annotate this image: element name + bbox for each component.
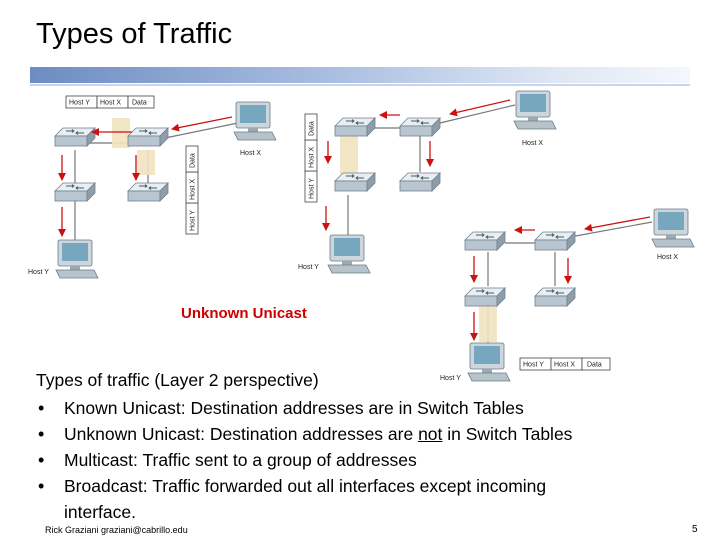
switch-icon [399, 117, 441, 137]
switch-icon [334, 172, 376, 192]
svg-text:Data: Data [190, 153, 197, 168]
host-x-pc-icon [233, 101, 277, 141]
host-y-pc-icon [467, 342, 511, 382]
title-divider-bar [30, 67, 690, 83]
list-item: • Unknown Unicast: Destination addresses… [36, 421, 676, 447]
switch-icon [534, 287, 576, 307]
svg-text:Host Y: Host Y [69, 100, 90, 107]
intro-text: Types of traffic (Layer 2 perspective) [36, 370, 319, 390]
flow-arrow [171, 116, 233, 132]
host-x-label: Host X [240, 150, 261, 157]
frame-header: Host Y Host X Data [304, 113, 318, 203]
slide-title: Types of Traffic [36, 18, 233, 50]
switch-icon [464, 287, 506, 307]
page-number: 5 [692, 524, 698, 535]
frame-header: Host Y Host X Data [519, 357, 611, 371]
frame-header: Host Y Host X Data [65, 95, 155, 109]
svg-text:Host X: Host X [100, 100, 121, 107]
emphasis-text: not [418, 424, 443, 444]
bullet-icon: • [38, 476, 45, 496]
list-item: • Multicast: Traffic sent to a group of … [36, 447, 676, 473]
svg-text:Data: Data [309, 121, 316, 136]
host-y-label: Host Y [28, 269, 49, 276]
switch-icon [534, 231, 576, 251]
svg-text:Host X: Host X [554, 362, 575, 369]
host-x-pc-icon [651, 208, 695, 248]
frame-header: Host Y Host X Data [185, 145, 199, 235]
bullet-icon: • [38, 398, 45, 418]
host-x-pc-icon [513, 90, 557, 130]
list-item: • Known Unicast: Destination addresses a… [36, 395, 676, 421]
bullet-icon: • [38, 424, 45, 444]
switch-icon [399, 172, 441, 192]
switch-icon [54, 182, 96, 202]
traffic-types-list: • Known Unicast: Destination addresses a… [36, 395, 676, 525]
topology-middle: Host X Host Y Host Y Host X Data [298, 90, 557, 274]
svg-text:Host X: Host X [190, 179, 197, 200]
switch-icon [54, 127, 96, 147]
list-item: • Broadcast: Traffic forwarded out all i… [36, 473, 676, 525]
svg-text:Data: Data [587, 362, 602, 369]
svg-text:Host Y: Host Y [309, 178, 316, 199]
diagram-caption: Unknown Unicast [181, 305, 307, 322]
bullet-icon: • [38, 450, 45, 470]
flow-arrow [449, 99, 511, 117]
host-y-pc-icon [55, 239, 99, 279]
switch-icon [334, 117, 376, 137]
svg-text:Host X: Host X [309, 147, 316, 168]
footer-author: Rick Graziani graziani@cabrillo.edu [45, 525, 188, 535]
host-y-label: Host Y [298, 264, 319, 271]
flow-arrow [584, 216, 651, 232]
svg-text:Data: Data [132, 100, 147, 107]
switch-icon [464, 231, 506, 251]
topology-left: Host X Host Y Host Y Host X Data Host Y … [28, 95, 277, 279]
host-x-label: Host X [657, 254, 678, 261]
topology-right: Host X Host Y Host Y Host X Data [440, 208, 695, 382]
title-divider-line [30, 84, 690, 86]
host-y-pc-icon [327, 234, 371, 274]
svg-text:Host Y: Host Y [523, 362, 544, 369]
host-y-label: Host Y [440, 375, 461, 382]
switch-icon [127, 127, 169, 147]
svg-text:Host Y: Host Y [190, 210, 197, 231]
switch-icon [127, 182, 169, 202]
host-x-label: Host X [522, 140, 543, 147]
